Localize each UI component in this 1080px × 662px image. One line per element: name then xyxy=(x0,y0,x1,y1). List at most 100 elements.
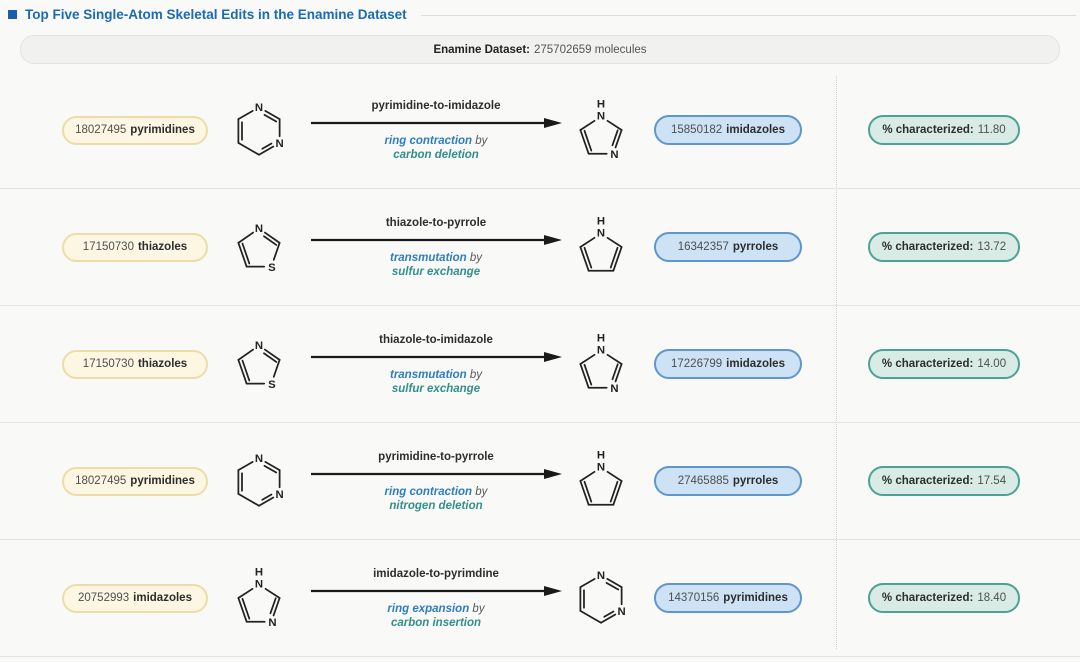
svg-text:H: H xyxy=(255,566,263,578)
product-count-pill: 14370156 pyrimidines xyxy=(654,583,802,613)
dataset-value: 275702659 molecules xyxy=(533,43,647,56)
figure-title-bar: Top Five Single-Atom Skeletal Edits in t… xyxy=(0,0,1080,22)
dotted-divider xyxy=(836,76,837,649)
svg-text:H: H xyxy=(597,332,605,344)
edit-name: pyrimidine-to-pyrrole xyxy=(378,450,494,463)
product-count: 14370156 xyxy=(668,592,720,604)
svg-text:H: H xyxy=(597,215,605,227)
dataset-label: Enamine Dataset: xyxy=(433,43,530,56)
svg-text:N: N xyxy=(597,345,605,357)
product-count: 15850182 xyxy=(671,124,723,136)
source-count: 17150730 xyxy=(82,358,134,370)
characterized-pill: % characterized: 18.40 xyxy=(868,583,1020,613)
edit-type: ring contraction xyxy=(384,134,473,147)
svg-text:N: N xyxy=(618,606,626,618)
reaction-block: imidazole-to-pyrimdine ring expansion by… xyxy=(310,568,562,629)
source-count: 18027495 xyxy=(75,475,127,487)
product-name: imidazoles xyxy=(726,124,785,136)
characterized-value: 18.40 xyxy=(977,592,1007,604)
reaction-arrow-icon xyxy=(311,117,562,128)
edit-mechanism: carbon insertion xyxy=(390,616,482,629)
source-count-pill: 17150730 thiazoles xyxy=(62,232,208,262)
source-name: thiazoles xyxy=(137,358,188,370)
svg-text:N: N xyxy=(255,340,263,352)
edit-mechanism: sulfur exchange xyxy=(391,382,481,395)
edit-type: transmutation xyxy=(389,251,467,264)
edit-connector: by xyxy=(475,134,488,147)
svg-text:N: N xyxy=(255,453,263,465)
svg-text:H: H xyxy=(597,449,605,461)
svg-text:N: N xyxy=(597,111,605,123)
source-count-pill: 20752993 imidazoles xyxy=(62,583,208,613)
svg-text:N: N xyxy=(597,462,605,474)
edit-mechanism: carbon deletion xyxy=(393,148,479,161)
dataset-header: Enamine Dataset: 275702659 molecules xyxy=(20,35,1060,64)
characterized-value: 13.72 xyxy=(977,241,1007,253)
edit-type: transmutation xyxy=(389,368,467,381)
source-name: thiazoles xyxy=(137,241,188,253)
source-count: 20752993 xyxy=(78,592,130,604)
source-name: imidazoles xyxy=(133,592,192,604)
page-title: Top Five Single-Atom Skeletal Edits in t… xyxy=(25,7,407,22)
svg-text:N: N xyxy=(255,223,263,235)
svg-text:S: S xyxy=(268,379,276,391)
svg-text:N: N xyxy=(255,579,263,591)
source-count-pill: 17150730 thiazoles xyxy=(62,349,208,379)
edit-connector: by xyxy=(469,251,483,264)
source-name: pyrimidines xyxy=(130,475,195,487)
svg-text:N: N xyxy=(268,617,276,629)
product-count: 27465885 xyxy=(677,475,729,487)
product-count: 16342357 xyxy=(677,241,729,253)
edit-type: ring contraction xyxy=(384,485,473,498)
characterized-value: 17.54 xyxy=(977,475,1007,487)
reaction-arrow-icon xyxy=(311,351,562,362)
edit-mechanism: nitrogen deletion xyxy=(389,499,483,512)
svg-text:N: N xyxy=(610,149,618,161)
title-bullet-icon xyxy=(8,10,17,19)
source-count-pill: 18027495 pyrimidines xyxy=(62,466,208,496)
svg-text:N: N xyxy=(597,570,605,582)
edit-name: pyrimidine-to-imidazole xyxy=(371,99,501,112)
edit-connector: by xyxy=(475,485,488,498)
product-name: pyrimidines xyxy=(723,592,788,604)
reaction-arrow-icon xyxy=(311,468,562,479)
product-name: pyrroles xyxy=(732,475,779,487)
characterized-label: % characterized: xyxy=(881,592,974,604)
svg-text:N: N xyxy=(276,489,284,501)
svg-text:N: N xyxy=(276,138,284,150)
product-count-pill: 16342357 pyrroles xyxy=(654,232,802,262)
svg-text:N: N xyxy=(597,228,605,240)
edit-type-line: ring contraction by xyxy=(385,135,488,147)
source-name: pyrimidines xyxy=(130,124,195,136)
source-count-pill: 18027495 pyrimidines xyxy=(62,115,208,145)
svg-text:H: H xyxy=(597,98,605,110)
edit-type: ring expansion xyxy=(387,602,470,615)
product-count-pill: 15850182 imidazoles xyxy=(654,115,802,145)
edit-type-line: ring expansion by xyxy=(387,603,484,615)
source-count: 18027495 xyxy=(75,124,127,136)
characterized-value: 11.80 xyxy=(977,124,1006,136)
edit-type-line: transmutation by xyxy=(390,252,482,264)
edit-mechanism: sulfur exchange xyxy=(391,265,481,278)
edit-type-line: ring contraction by xyxy=(385,486,488,498)
edit-name: thiazole-to-pyrrole xyxy=(385,216,487,229)
reaction-block: thiazole-to-imidazole transmutation by s… xyxy=(310,334,562,395)
product-count: 17226799 xyxy=(671,358,723,370)
product-count-pill: 27465885 pyrroles xyxy=(654,466,802,496)
characterized-label: % characterized: xyxy=(881,241,974,253)
characterized-label: % characterized: xyxy=(881,358,974,370)
reaction-block: pyrimidine-to-imidazole ring contraction… xyxy=(310,100,562,161)
edit-type-line: transmutation by xyxy=(390,369,482,381)
edit-connector: by xyxy=(469,368,483,381)
product-name: pyrroles xyxy=(732,241,779,253)
